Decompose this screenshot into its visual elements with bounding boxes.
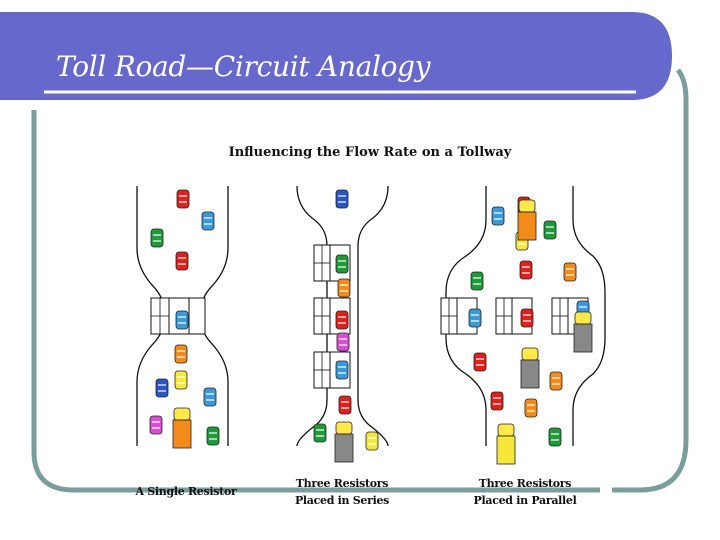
- slide-title: Toll Road—Circuit Analogy: [56, 50, 431, 83]
- car: [176, 189, 190, 209]
- car: [335, 254, 349, 274]
- road-edge-right: [572, 186, 606, 446]
- car: [174, 344, 188, 364]
- frame-left-bottom-line: [31, 110, 600, 493]
- truck-trailer: [573, 323, 593, 353]
- car: [473, 352, 487, 372]
- caption-line: Placed in Parallel: [473, 494, 577, 507]
- truck-cab: [173, 407, 191, 421]
- figure-title: Influencing the Flow Rate on a Tollway: [228, 145, 512, 160]
- toll-booth: [188, 297, 206, 335]
- car: [201, 211, 215, 231]
- car: [155, 378, 169, 398]
- car: [335, 310, 349, 330]
- truck-trailer: [517, 211, 537, 241]
- title-banner: [0, 12, 672, 100]
- road-edge-right: [357, 185, 389, 447]
- car: [206, 426, 220, 446]
- caption-line: Three Resistors: [295, 477, 389, 490]
- caption-parallel-resistors: Three Resistors Placed in Parallel: [440, 475, 610, 509]
- car: [336, 332, 350, 352]
- car: [313, 423, 327, 443]
- car: [468, 308, 482, 328]
- car: [365, 431, 379, 451]
- caption-series-resistors: Three Resistors Placed in Series: [257, 475, 427, 509]
- car: [519, 260, 533, 280]
- car: [543, 220, 557, 240]
- truck-cab: [574, 311, 592, 325]
- car: [203, 387, 217, 407]
- car: [175, 310, 189, 330]
- caption-line: Placed in Series: [294, 494, 390, 507]
- truck-trailer: [496, 435, 516, 465]
- caption-line: A Single Resistor: [135, 485, 237, 498]
- car: [149, 415, 163, 435]
- caption-line: Three Resistors: [478, 477, 572, 490]
- car: [470, 271, 484, 291]
- truck-cab: [518, 199, 536, 213]
- car: [491, 206, 505, 226]
- car: [150, 228, 164, 248]
- car: [520, 308, 534, 328]
- car: [548, 427, 562, 447]
- caption-single-resistor: A Single Resistor: [101, 483, 271, 500]
- truck-trailer: [172, 419, 192, 449]
- car: [549, 371, 563, 391]
- car: [175, 251, 189, 271]
- truck-cab: [497, 423, 515, 437]
- car: [335, 189, 349, 209]
- car: [563, 262, 577, 282]
- car: [490, 391, 504, 411]
- car: [335, 360, 349, 380]
- car: [338, 395, 352, 415]
- truck-trailer: [334, 433, 354, 463]
- tollway-diagram: [136, 185, 606, 465]
- car: [524, 398, 538, 418]
- truck-cab: [521, 347, 539, 361]
- car: [174, 370, 188, 390]
- truck-trailer: [520, 359, 540, 389]
- truck-cab: [335, 421, 353, 435]
- car: [337, 278, 351, 298]
- frame-right-line: [612, 68, 689, 493]
